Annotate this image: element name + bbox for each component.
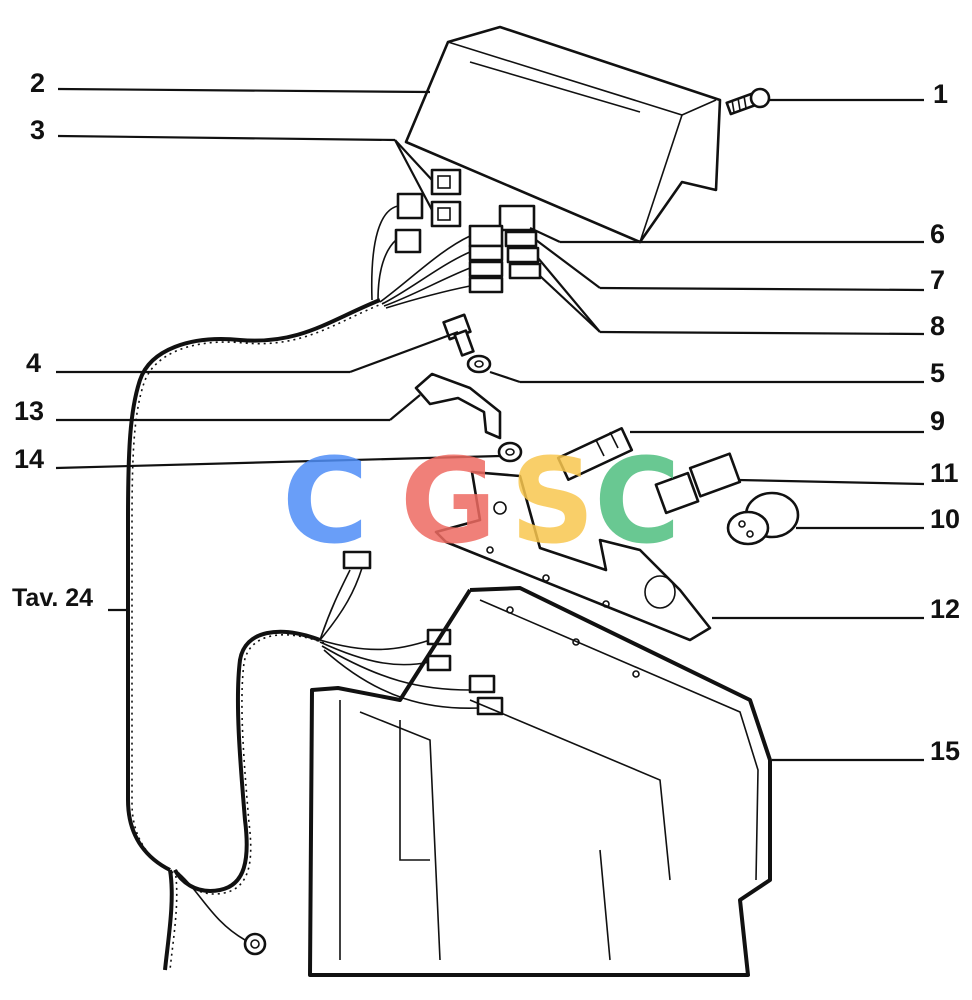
part-15-dashboard-panel [308, 586, 772, 977]
callout-8: 8 [930, 311, 945, 341]
callout-labels: 2 3 1 6 7 8 4 5 13 9 14 11 10 12 15 Tav.… [12, 68, 960, 766]
callout-1: 1 [933, 79, 948, 109]
part-5-washer [466, 354, 492, 374]
callout-14: 14 [14, 444, 44, 474]
callout-6: 6 [930, 219, 945, 249]
watermark-logo: C G S C [282, 432, 681, 570]
callout-15: 15 [930, 736, 960, 766]
part-2-housing-cover [404, 25, 722, 244]
leader-lines [55, 87, 925, 762]
callout-10: 10 [930, 504, 960, 534]
watermark-letter-2: G [400, 432, 497, 570]
part-1-screw [725, 87, 771, 116]
part-11-switch [654, 452, 742, 515]
part-4-bolt [442, 313, 475, 357]
callout-11: 11 [930, 458, 959, 488]
upper-wiring-harness [126, 205, 471, 971]
part-14-nut [497, 441, 523, 463]
callout-5: 5 [930, 358, 945, 388]
lower-wiring-harness [173, 550, 504, 956]
watermark-letter-1: C [282, 432, 369, 570]
callout-13: 13 [14, 396, 44, 426]
part-12-mounting-bracket [434, 470, 712, 642]
callout-3: 3 [30, 115, 45, 145]
part-13-clamp-bracket [414, 372, 502, 440]
callout-12: 12 [930, 594, 960, 624]
part-6-7-8-connector-blocks [394, 192, 542, 294]
reference-label: Tav. 24 [12, 584, 93, 612]
callout-2: 2 [30, 68, 45, 98]
callout-4: 4 [26, 348, 41, 378]
part-10-round-lamp [726, 491, 800, 546]
callout-9: 9 [930, 406, 945, 436]
part-3-lamp-connectors [430, 168, 462, 228]
watermark-letter-4: C [594, 432, 681, 570]
watermark-letter-3: S [510, 432, 595, 570]
callout-7: 7 [930, 265, 945, 295]
part-9-switch [556, 427, 634, 481]
